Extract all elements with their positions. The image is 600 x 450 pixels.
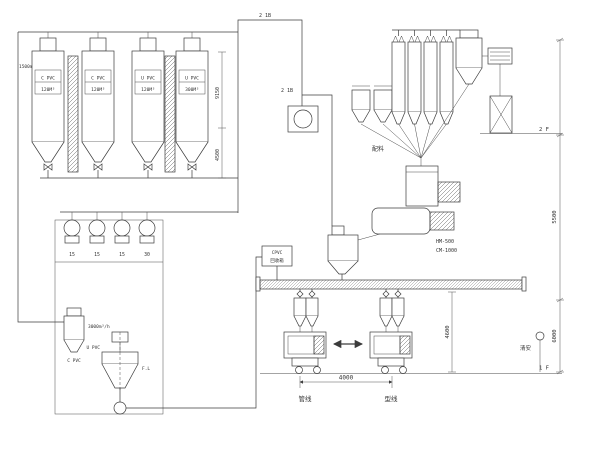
- dim-extruder-span: 4000: [339, 375, 354, 382]
- floor-2f-label: 2 F: [539, 127, 549, 133]
- cleanout-post: 清安: [520, 331, 545, 372]
- line-right-label: 型线: [385, 394, 399, 403]
- cooling-mixer-label: CM-1000: [436, 248, 457, 254]
- recycle-box-label-1: CPVC: [272, 250, 283, 256]
- dimension-4600: 4600: [445, 291, 456, 373]
- blower-3-rating: 15: [119, 252, 125, 258]
- blower-1-rating: 15: [69, 252, 75, 258]
- bucket-elevator: [489, 64, 513, 134]
- pipe-label-top: 2 1B: [259, 13, 271, 19]
- recycle-box-label-2: 回收箱: [270, 257, 284, 264]
- upvc-bin-label: U PVC: [86, 345, 100, 351]
- recycle-box: CPVC 回收箱: [261, 245, 293, 280]
- silo-1: C PVC 120M³: [31, 32, 65, 178]
- dim-extruder-height: 4600: [445, 325, 451, 338]
- dim-right-upper: 5500: [552, 210, 558, 223]
- recycle-system: 3000m³/h C PVC U PVC F.L: [63, 256, 262, 415]
- day-bin-1: [391, 35, 406, 125]
- dimension-4000: 4000: [299, 375, 393, 388]
- floor-lines: 2 F 1 F: [260, 127, 562, 374]
- floor-1f-label: 1 F: [539, 366, 549, 372]
- batching-label: 配料: [372, 145, 384, 153]
- weigh-hopper-2: [373, 85, 393, 123]
- line-left-label: 管线: [299, 394, 313, 403]
- silo-2-capacity: 120M³: [91, 87, 105, 93]
- day-bin-3: [423, 35, 438, 125]
- silo-2: C PVC 120M³: [81, 32, 115, 178]
- silo-dimension-chain: 9150 4500: [215, 51, 226, 179]
- floor-level-label: F.L: [142, 366, 150, 372]
- blower-4-rating: 30: [144, 252, 150, 258]
- silo-3-name: U PVC: [141, 76, 155, 82]
- recycle-cyclone-filter: [66, 307, 82, 317]
- silo-4-name: U PVC: [185, 76, 199, 82]
- bag-filter-box: [482, 47, 513, 65]
- dimension-right-chain: 5500 6000: [552, 37, 564, 375]
- cooling-mixer: [371, 207, 455, 235]
- mixer-group: HM-500 CM-1000: [357, 165, 461, 254]
- conveying-pipes: 2 1B 2 1B 1500m³/h: [17, 13, 333, 323]
- recycle-rate-label: 3000m³/h: [88, 324, 110, 330]
- rotary-feeder-drum: [293, 109, 313, 129]
- hot-mixer-label: HM-500: [436, 239, 454, 245]
- dryblend-hopper: [327, 225, 359, 280]
- pipe-label-mid: 2 1B: [281, 88, 293, 94]
- roots-blower-4: 30: [138, 212, 156, 258]
- batching-platform: 配料: [287, 29, 513, 166]
- silo-ladder-2: [164, 55, 176, 173]
- blower-2-rating: 15: [94, 252, 100, 258]
- day-bin-4: [439, 35, 454, 125]
- cleanout-label: 清安: [520, 344, 532, 352]
- dim-silo-upper: 9150: [215, 87, 221, 99]
- cpvc-bin-label: C PVC: [67, 358, 81, 364]
- silo-1-name: C PVC: [41, 76, 55, 82]
- dim-right-lower: 6000: [552, 329, 558, 342]
- recycle-blower: [113, 401, 127, 415]
- hot-mixer: [405, 165, 461, 207]
- silo-2-name: C PVC: [91, 76, 105, 82]
- screw-conveyor: [255, 276, 527, 292]
- recycle-cyclone-body: [63, 315, 85, 341]
- silo-4: U PVC 300M³: [175, 32, 209, 178]
- silo-1-capacity: 120M³: [41, 87, 55, 93]
- receiving-cyclone: [455, 29, 483, 85]
- silo-ladder-1: [67, 55, 79, 173]
- roots-blower-2: 15: [88, 212, 106, 258]
- day-bin-2: [407, 35, 422, 125]
- roots-blower-1: 15: [63, 212, 81, 258]
- roots-blower-3: 15: [113, 212, 131, 258]
- extruder-right: 型线: [369, 289, 413, 403]
- silo-3-capacity: 120M³: [141, 87, 155, 93]
- silo-farm: C PVC 120M³ C PVC 120M³ U PVC 120M³: [31, 32, 238, 179]
- extruder-left: 管线: [283, 289, 327, 403]
- dim-silo-lower: 4500: [215, 149, 221, 161]
- silo-4-capacity: 300M³: [185, 87, 199, 93]
- weigh-hopper-1: [351, 85, 371, 123]
- blower-station: 15 15 15 30: [54, 211, 238, 415]
- silo-3: U PVC 120M³: [131, 32, 165, 178]
- silo-blower-rate-label: 1500m³/h: [19, 64, 41, 70]
